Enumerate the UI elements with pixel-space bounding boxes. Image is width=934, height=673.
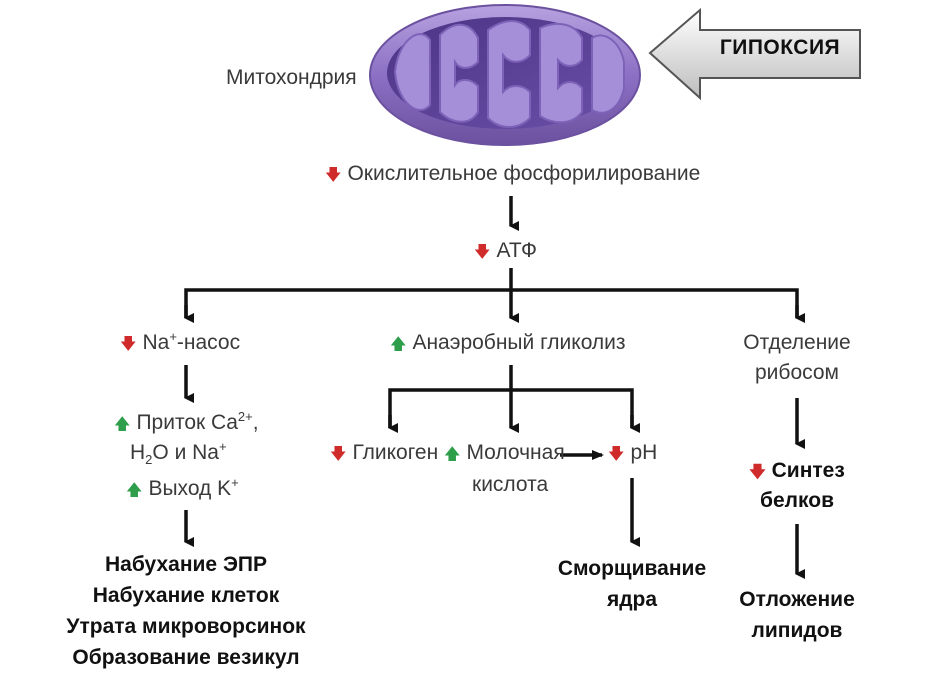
left-effect-4: Образование везикул [72, 646, 300, 669]
mitochondrion-image [369, 4, 641, 146]
shrink-label-1: Сморщивание [557, 557, 707, 580]
lactic-label-1: Молочная [466, 441, 565, 464]
na-charge-2: + [219, 439, 227, 454]
left-effect-3: Утрата микроворсинок [66, 615, 306, 638]
ca-influx-node: 🡅 Приток Ca2+, [114, 408, 259, 440]
ca-influx-text: Приток Ca [136, 411, 238, 434]
lipid-label-2: липидов [751, 619, 843, 642]
decrease-arrow-icon: 🡇 [330, 446, 347, 463]
mitochondria-label: Митохондрия [226, 66, 357, 89]
protein-label-2: белков [760, 489, 834, 512]
k-out-node: 🡅 Выход K+ [126, 474, 239, 506]
increase-arrow-icon: 🡅 [390, 336, 407, 353]
increase-arrow-icon: 🡅 [114, 416, 131, 433]
glycolysis-node: 🡅 Анаэробный гликолиз [390, 328, 626, 360]
hypoxia-label: ГИПОКСИЯ [719, 36, 841, 59]
o-na-text: O и Na [152, 441, 219, 464]
left-effect-1: Набухание ЭПР [105, 553, 267, 576]
ph-label: pH [630, 441, 658, 464]
lactic-label-2: кислота [472, 473, 549, 496]
k-charge: + [231, 475, 239, 490]
glycolysis-label: Анаэробный гликолиз [412, 331, 626, 354]
na-pump-node: 🡇 Na+-насос [120, 328, 240, 360]
flow-connectors [184, 196, 805, 579]
ph-node: 🡇 pH [608, 438, 657, 470]
left-effect-2: Набухание клеток [92, 584, 280, 607]
ca-comma: , [252, 411, 259, 434]
na-text: Na [142, 331, 170, 354]
oxphos-label: Окислительное фосфорилирование [347, 162, 701, 185]
glycogen-node: 🡇 Гликоген [330, 438, 438, 470]
protein-label-1: Синтез [771, 459, 845, 482]
hypoxia-arrow-shape [648, 7, 861, 101]
h2o-na-node: H2O и Na+ [130, 438, 227, 468]
decrease-arrow-icon: 🡇 [474, 244, 491, 261]
branch-bar [184, 288, 799, 318]
lipid-label-1: Отложение [739, 588, 855, 611]
na-charge: + [169, 329, 177, 344]
decrease-arrow-icon: 🡇 [608, 446, 625, 463]
atp-node: 🡇 АТФ [474, 236, 537, 268]
k-out-text: Выход K [148, 477, 232, 500]
ca-charge: 2+ [237, 409, 253, 424]
ribosome-label-2: рибосом [755, 361, 839, 384]
increase-arrow-icon: 🡅 [444, 446, 461, 463]
shrink-label-2: ядра [606, 588, 658, 611]
h-text: H [130, 441, 146, 464]
decrease-arrow-icon: 🡇 [749, 464, 766, 481]
na-pump-suffix: -насос [176, 331, 241, 354]
atp-label: АТФ [496, 239, 537, 262]
glycogen-label: Гликоген [352, 441, 439, 464]
increase-arrow-icon: 🡅 [126, 482, 143, 499]
lactic-node: 🡅 Молочная [444, 438, 565, 470]
protein-node: 🡇 Синтез [722, 456, 872, 488]
oxphos-node: 🡇 Окислительное фосфорилирование [325, 159, 700, 191]
h2-subscript: 2 [145, 452, 153, 468]
glyco-branch [388, 388, 634, 428]
decrease-arrow-icon: 🡇 [120, 336, 137, 353]
ribosome-label-1: Отделение [743, 331, 851, 354]
decrease-arrow-icon: 🡇 [325, 167, 342, 184]
